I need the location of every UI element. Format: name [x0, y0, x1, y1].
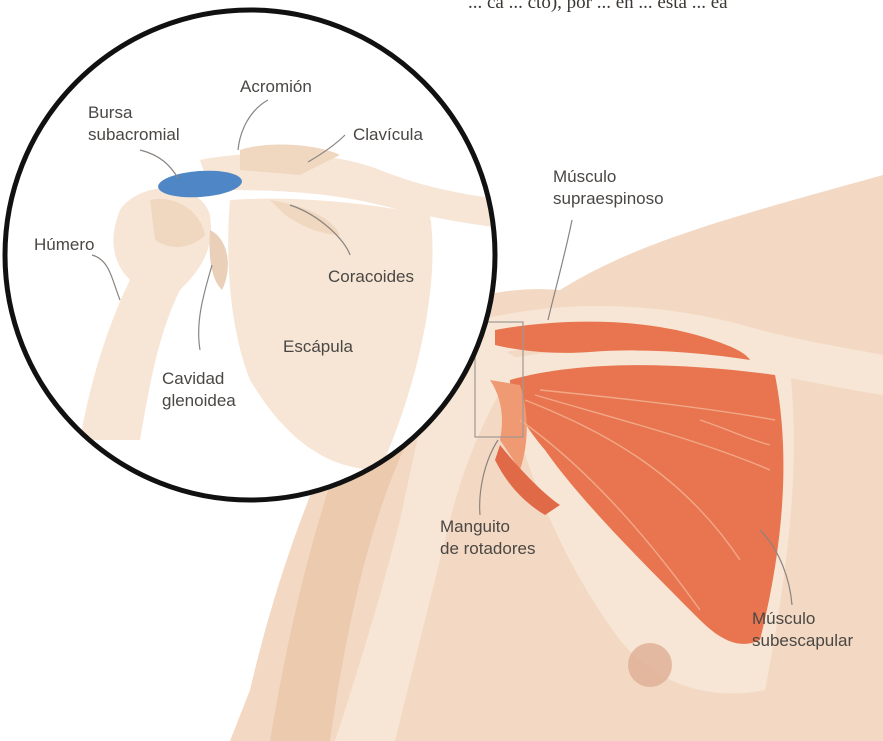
label-clavicula: Clavícula: [353, 124, 423, 146]
label-humero: Húmero: [34, 234, 94, 256]
label-supraespinoso: Músculo supraespinoso: [553, 166, 664, 210]
label-acromion: Acromión: [240, 76, 312, 98]
label-coracoides: Coracoides: [328, 266, 414, 288]
label-escapula: Escápula: [283, 336, 353, 358]
label-subescapular: Músculo subescapular: [752, 608, 853, 652]
nipple: [628, 643, 672, 687]
label-cavidad: Cavidad glenoidea: [162, 368, 236, 412]
label-manguito: Manguito de rotadores: [440, 516, 535, 560]
label-bursa: Bursa subacromial: [88, 102, 180, 146]
